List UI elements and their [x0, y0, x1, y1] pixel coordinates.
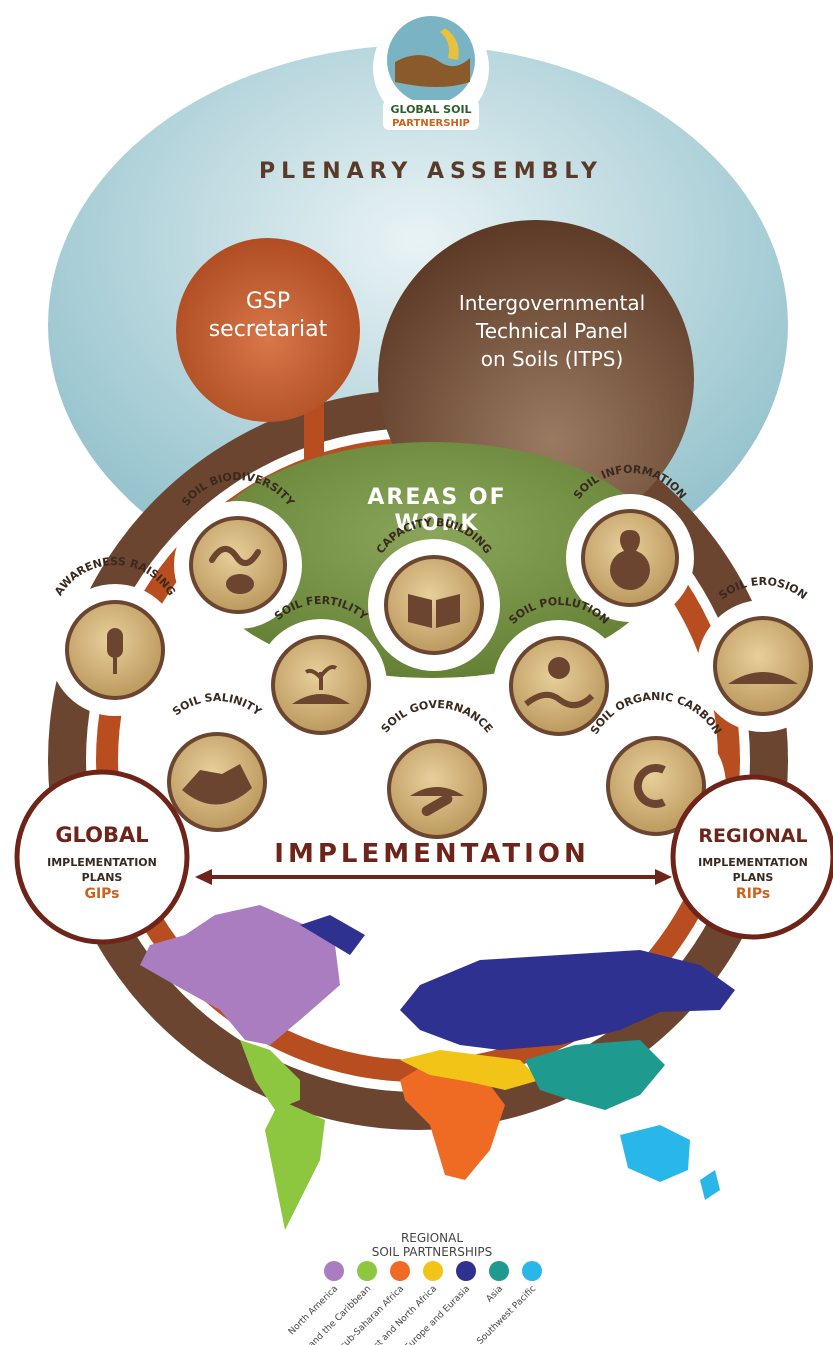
world-map	[140, 905, 735, 1230]
global-title: GLOBAL	[55, 823, 148, 847]
badge-soil-pollution: SOIL POLLUTION	[493, 595, 625, 752]
regional-plans-circle: REGIONAL IMPLEMENTATION PLANS RIPs	[670, 774, 833, 940]
legend-title-2: SOIL PARTNERSHIPS	[372, 1245, 493, 1259]
logo-text-2: PARTNERSHIP	[392, 118, 470, 129]
legend-label: Southwest Pacific	[475, 1284, 538, 1345]
cracked-soil-icon	[182, 764, 252, 805]
legend-dot	[324, 1261, 344, 1281]
legend-dot	[522, 1261, 542, 1281]
legend-dot	[456, 1261, 476, 1281]
legend-title-1: REGIONAL	[401, 1231, 463, 1245]
worm-icon	[209, 546, 261, 566]
region-near-east	[400, 1050, 540, 1090]
legend-dot	[390, 1261, 410, 1281]
legend-label: Asia	[485, 1284, 505, 1304]
areas-title-1: AREAS OF	[367, 485, 506, 510]
itps-label-2: Technical Panel	[475, 319, 628, 343]
carbon-c-icon	[633, 764, 666, 808]
plenary-title: PLENARY ASSEMBLY	[259, 159, 603, 184]
radiation-icon	[548, 657, 570, 679]
erosion-pile-icon	[728, 672, 798, 684]
implementation-double-arrow	[195, 869, 672, 885]
areas-title-2: WORK	[395, 511, 480, 536]
regional-title: REGIONAL	[698, 825, 807, 847]
gsp-logo: GLOBAL SOIL PARTNERSHIP	[373, 10, 489, 130]
gsp-secretariat-circle	[176, 238, 360, 422]
beetle-icon	[226, 574, 254, 594]
global-abbr: GIPs	[84, 886, 119, 902]
global-line2: PLANS	[82, 871, 123, 884]
microphone-icon	[107, 628, 123, 658]
region-north-america	[140, 905, 340, 1045]
soil-mound-icon	[292, 694, 350, 704]
sprout-icon	[304, 665, 338, 690]
implementation-title: IMPLEMENTATION	[274, 839, 589, 869]
globe-icon	[610, 550, 650, 590]
legend-dot	[423, 1261, 443, 1281]
badge-soil-information: SOIL INFORMATION	[566, 463, 694, 622]
secretariat-label-2: secretariat	[209, 317, 328, 342]
logo-text-1: GLOBAL SOIL	[390, 103, 471, 116]
global-plans-circle: GLOBAL IMPLEMENTATION PLANS GIPs	[14, 769, 190, 945]
book-icon	[408, 594, 460, 628]
itps-label-1: Intergovernmental	[459, 291, 645, 315]
region-southwest-pacific	[620, 1125, 720, 1200]
region-latin-america	[240, 1040, 325, 1230]
global-line1: IMPLEMENTATION	[47, 856, 157, 869]
badge-soil-salinity: SOIL SALINITY	[151, 691, 283, 848]
river-icon	[524, 691, 595, 709]
region-asia	[525, 1040, 665, 1110]
map-pin-icon	[620, 530, 640, 558]
legend-dot	[357, 1261, 377, 1281]
secretariat-label-1: GSP	[246, 289, 290, 314]
pen-icon	[421, 794, 453, 816]
regional-line1: IMPLEMENTATION	[698, 856, 808, 869]
regional-abbr: RIPs	[736, 886, 770, 902]
regional-line2: PLANS	[733, 871, 774, 884]
itps-label-3: on Soils (ITPS)	[481, 347, 624, 371]
badge-capacity-building: CAPACITY BUILDING	[368, 516, 500, 671]
region-europe-eurasia	[300, 915, 735, 1050]
legend-dot	[489, 1261, 509, 1281]
soil-plant-icon	[410, 787, 464, 796]
region-sub-saharan-africa	[400, 1068, 505, 1180]
